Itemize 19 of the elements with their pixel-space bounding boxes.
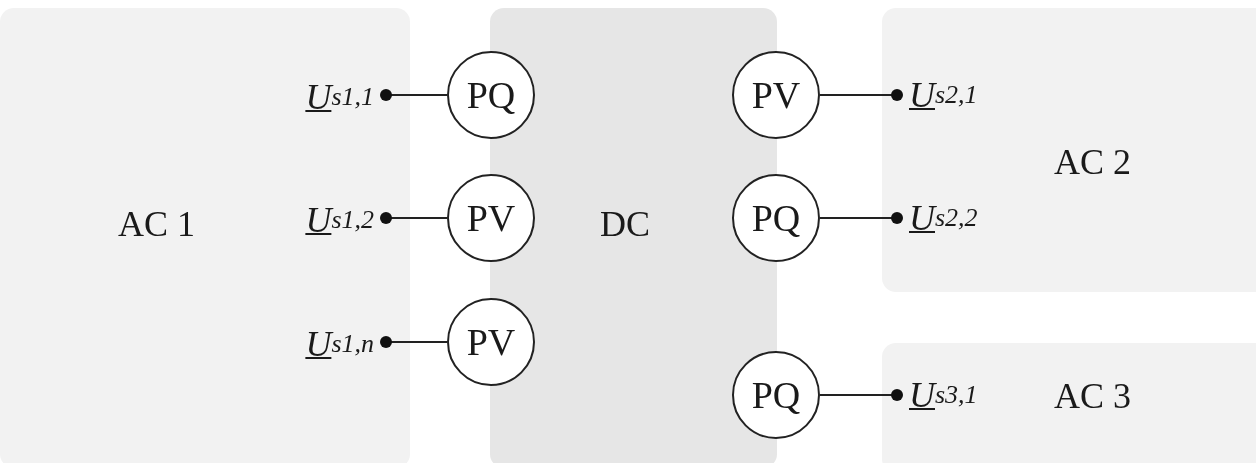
bus-type-circle: PQ: [447, 51, 535, 139]
region-label: DC: [600, 203, 650, 245]
bus-type-circle: PV: [447, 298, 535, 386]
bus-type-circle: PV: [447, 174, 535, 262]
region-panel: [882, 343, 1256, 463]
connector-line: [380, 336, 448, 348]
bus-type-circle: PQ: [732, 174, 820, 262]
region-panel: [0, 8, 410, 463]
region-label: AC 1: [118, 203, 195, 245]
bus-type-circle: PV: [732, 51, 820, 139]
connector-line: [819, 212, 903, 224]
connector-line: [380, 89, 448, 101]
region-label: AC 3: [1054, 375, 1131, 417]
connector-line: [380, 212, 448, 224]
connector-line: [819, 389, 903, 401]
region-label: AC 2: [1054, 141, 1131, 183]
region-panel: [882, 8, 1256, 292]
bus-type-circle: PQ: [732, 351, 820, 439]
connector-line: [819, 89, 903, 101]
